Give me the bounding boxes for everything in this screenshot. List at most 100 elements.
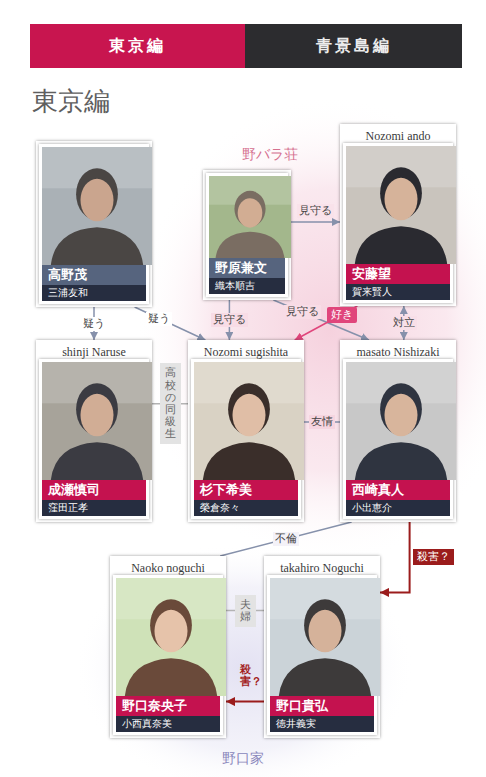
photo-background	[209, 176, 291, 258]
portrait-face	[238, 198, 263, 228]
portrait-face	[81, 179, 114, 221]
actor-name: 小出恵介	[352, 500, 392, 516]
relation-label: 夫婦	[235, 595, 256, 627]
tab-button: 東京編	[30, 24, 245, 68]
character-card: Naoko noguchi 野口奈央子小西真奈美	[110, 556, 226, 738]
title-holder: 東京編	[32, 86, 110, 118]
actor-band: 窪田正孝	[42, 500, 146, 516]
portrait-shoulders	[216, 232, 285, 258]
actor-name: 織本順吉	[215, 278, 255, 294]
actor-band: 小西真奈美	[116, 716, 220, 732]
relation-connector	[291, 221, 340, 223]
character-card: 高野茂三浦友和	[36, 141, 152, 307]
portrait-photo	[270, 578, 380, 696]
portrait-shoulders	[51, 227, 143, 265]
actor-name: 三浦友和	[48, 285, 88, 301]
relation-label-holder: 夫婦	[235, 595, 256, 627]
card-frame: 安藤望賀来賢人	[343, 143, 453, 303]
relation-label-holder: 疑う	[81, 317, 107, 331]
character-card: masato Nishizaki西崎真人小出恵介	[340, 340, 456, 522]
character-card: shinji Naruse成瀬慎司窪田正孝	[36, 340, 152, 522]
romanized-name: Naoko noguchi	[113, 559, 223, 575]
relation-label-holder: 不倫	[273, 532, 299, 546]
relation-connector	[380, 522, 410, 592]
photo-background	[42, 147, 152, 265]
relation-connector	[226, 701, 264, 703]
portrait-photo	[209, 176, 291, 258]
relation-label: 見守る	[211, 313, 248, 327]
relation-label: 友情	[309, 415, 335, 429]
relation-label-holder: 殺害？	[240, 664, 251, 688]
portrait-face	[385, 394, 418, 436]
actor-name: 榮倉奈々	[200, 500, 240, 516]
relation-label: 疑う	[81, 317, 107, 331]
name-band: 野原兼文	[209, 258, 285, 278]
character-name: 野口貴弘	[276, 696, 328, 716]
relation-connector	[403, 306, 405, 340]
relation-label: 対立	[391, 316, 417, 330]
actor-name: 徳井義実	[276, 716, 316, 732]
photo-background	[346, 362, 456, 480]
photo-background	[42, 362, 152, 480]
page-title: 東京編	[32, 86, 110, 118]
group-region: 野口家Naoko noguchi野口奈央子小西真奈美takahiro Noguc…	[90, 540, 400, 777]
relation-label-holder: 見守る	[211, 313, 248, 327]
character-name: 安藤望	[352, 264, 391, 284]
tab-label: 青景島編	[316, 36, 392, 57]
relation-connector	[226, 610, 264, 612]
photo-background	[194, 362, 304, 480]
card-frame: 杉下希美榮倉奈々	[191, 359, 301, 519]
portrait-photo	[346, 362, 456, 480]
actor-band: 小出恵介	[346, 500, 450, 516]
name-band: 野口奈央子	[116, 696, 220, 716]
portrait-shoulders	[51, 442, 143, 480]
card-frame: 高野茂三浦友和	[39, 144, 149, 304]
character-name: 成瀬慎司	[48, 480, 100, 500]
relation-connector	[229, 300, 231, 340]
portrait-photo	[194, 362, 304, 480]
portrait-face	[309, 610, 342, 652]
name-band: 杉下希美	[194, 480, 298, 500]
portrait-shoulders	[355, 226, 447, 264]
relation-label: 見守る	[284, 305, 321, 319]
actor-name: 小西真奈美	[122, 716, 172, 732]
relation-label: 殺害？	[413, 549, 454, 565]
character-card: Nozomi ando安藤望賀来賢人	[340, 124, 456, 306]
photo-background	[270, 578, 380, 696]
photo-background	[116, 578, 226, 696]
character-card: Nozomi sugishita杉下希美榮倉奈々	[188, 340, 304, 522]
portrait-shoulders	[355, 442, 447, 480]
relation-label: 好き	[327, 307, 357, 323]
card-frame: 西崎真人小出恵介	[343, 359, 453, 519]
relation-label: 見守る	[297, 204, 334, 218]
character-name: 野原兼文	[215, 258, 267, 278]
portrait-face	[233, 394, 266, 436]
character-name: 高野茂	[48, 265, 87, 285]
actor-name: 賀来賢人	[352, 284, 392, 300]
character-card: takahiro Noguchi野口貴弘徳井義実	[264, 556, 380, 738]
portrait-shoulders	[279, 658, 371, 696]
relation-label-holder: 見守る	[284, 305, 321, 319]
portrait-shoulders	[125, 658, 217, 696]
portrait-photo	[42, 147, 152, 265]
relation-label: 疑う	[146, 312, 172, 326]
photo-background	[346, 146, 456, 264]
name-band: 安藤望	[346, 264, 450, 284]
lavender-region-glow	[74, 543, 414, 777]
relation-label: 高校の同級生	[160, 363, 181, 444]
relation-label-holder: 高校の同級生	[160, 363, 181, 444]
relation-connector	[152, 403, 188, 405]
character-name: 野口奈央子	[122, 696, 187, 716]
relation-label: 不倫	[273, 532, 299, 546]
relation-label-holder: 疑う	[146, 312, 172, 326]
relation-connector	[220, 522, 351, 556]
actor-band: 織本順吉	[209, 278, 285, 294]
relation-label-holder: 対立	[391, 316, 417, 330]
tab-button: 青景島編	[245, 24, 462, 68]
portrait-photo	[42, 362, 152, 480]
relation-label-holder: 友情	[309, 415, 335, 429]
actor-band: 榮倉奈々	[194, 500, 298, 516]
group-region: 野バラ荘野原兼文織本順吉Nozomi ando安藤望賀来賢人Nozomi sug…	[176, 110, 486, 540]
card-frame: 野口貴弘徳井義実	[267, 575, 377, 735]
